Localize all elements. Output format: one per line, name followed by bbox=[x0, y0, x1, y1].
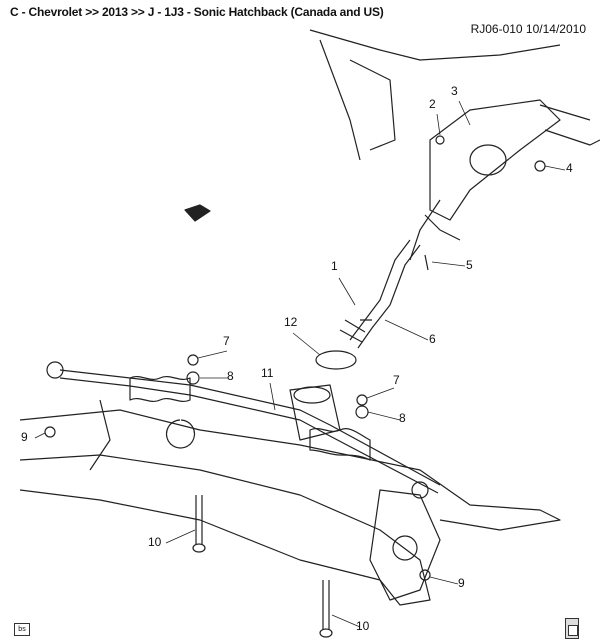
callout-11: 11 bbox=[261, 366, 274, 380]
callout-6: 6 bbox=[429, 332, 436, 346]
callout-4: 4 bbox=[566, 161, 573, 175]
callout-10: 10 bbox=[148, 535, 162, 549]
callout-10: 10 bbox=[356, 619, 370, 633]
callout-8: 8 bbox=[227, 369, 234, 383]
leader-lines bbox=[34, 100, 566, 628]
bs-button[interactable]: bs bbox=[14, 623, 30, 636]
callout-9: 9 bbox=[458, 576, 465, 590]
breadcrumb: C - Chevrolet >> 2013 >> J - 1J3 - Sonic… bbox=[10, 5, 384, 19]
diagram-reference: RJ06-010 10/14/2010 bbox=[470, 22, 586, 36]
callout-12: 12 bbox=[284, 315, 298, 329]
steering-gear-rack bbox=[46, 361, 441, 499]
fasteners bbox=[44, 135, 546, 638]
callout-7: 7 bbox=[393, 373, 400, 387]
callout-7: 7 bbox=[223, 334, 230, 348]
intermediate-shaft bbox=[315, 239, 421, 370]
page-icon[interactable] bbox=[565, 618, 579, 639]
callout-2: 2 bbox=[429, 97, 436, 111]
front-subframe bbox=[19, 399, 561, 606]
steering-column-assembly bbox=[309, 29, 600, 261]
callout-3: 3 bbox=[451, 84, 458, 98]
callout-1: 1 bbox=[331, 259, 338, 273]
callout-5: 5 bbox=[466, 258, 473, 272]
callout-8: 8 bbox=[399, 411, 406, 425]
callout-9: 9 bbox=[21, 430, 28, 444]
